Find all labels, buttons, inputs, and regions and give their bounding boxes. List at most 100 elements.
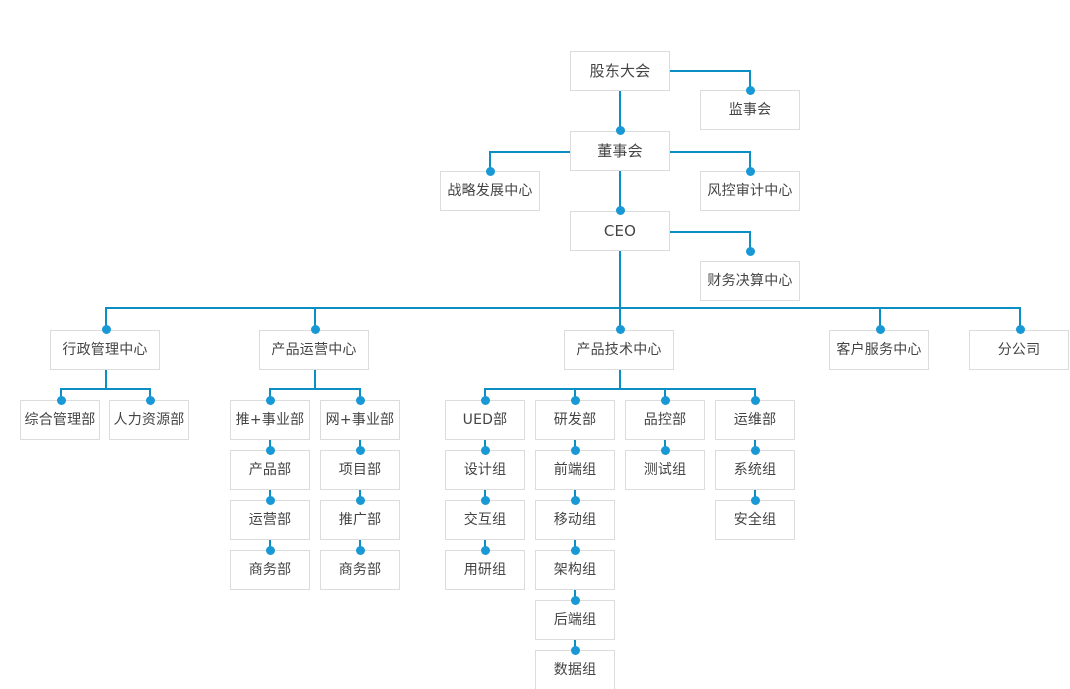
connector-bus-drop-admin [105, 307, 107, 330]
node-interaction-group[interactable]: 交互组 [445, 500, 525, 540]
connector-board-to-risk-h [670, 151, 750, 153]
node-product-operations-center[interactable]: 产品运营中心 [259, 330, 369, 370]
connector-product-ops-drop-tui [269, 388, 271, 400]
connector-dot-business-dept-1 [265, 545, 275, 555]
connector-dot-supervisory [745, 85, 755, 95]
node-user-research-group[interactable]: 用研组 [445, 550, 525, 590]
connector-admin-drop-hr [149, 388, 151, 400]
connector-product-tech-bar [484, 388, 755, 390]
connector-ued-to-design [484, 440, 486, 450]
connector-admin-bar [60, 388, 150, 390]
node-human-resources-dept[interactable]: 人力资源部 [109, 400, 189, 440]
connector-dot-ceo [615, 205, 625, 215]
connector-dot-backend-group [570, 595, 580, 605]
node-tui-plus-division[interactable]: 推+事业部 [230, 400, 310, 440]
connector-qa-to-test [664, 440, 666, 450]
connector-dot-design-group [480, 445, 490, 455]
connector-shareholders-to-supervisory-h [670, 70, 750, 72]
node-strategy-development-center[interactable]: 战略发展中心 [440, 171, 540, 211]
node-rnd-dept[interactable]: 研发部 [535, 400, 615, 440]
node-ued-dept[interactable]: UED部 [445, 400, 525, 440]
node-operations-dept[interactable]: 运营部 [230, 500, 310, 540]
connector-mobile-to-architecture [574, 540, 576, 550]
connector-tui-to-product [269, 440, 271, 450]
connector-dot-data-group [570, 645, 580, 655]
connector-dot-product-ops-center [310, 324, 320, 334]
connector-tech-drop-rnd [574, 388, 576, 400]
connector-board-to-risk-v [749, 151, 751, 171]
connector-tech-drop-qa [664, 388, 666, 400]
node-project-dept[interactable]: 项目部 [320, 450, 400, 490]
node-qa-dept[interactable]: 品控部 [625, 400, 705, 440]
node-business-dept-tui[interactable]: 商务部 [230, 550, 310, 590]
connector-product-to-operations [269, 490, 271, 500]
node-data-group[interactable]: 数据组 [535, 650, 615, 689]
node-promotion-dept[interactable]: 推广部 [320, 500, 400, 540]
node-shareholders-meeting[interactable]: 股东大会 [570, 51, 670, 91]
connector-interaction-to-research [484, 540, 486, 550]
connector-ops-to-system [754, 440, 756, 450]
connector-dot-promotion-dept [355, 495, 365, 505]
node-admin-management-center[interactable]: 行政管理中心 [50, 330, 160, 370]
node-board-of-directors[interactable]: 董事会 [570, 131, 670, 171]
connector-tech-drop-ops [754, 388, 756, 400]
connector-dot-branch-company [1015, 324, 1025, 334]
connector-dot-admin-center [101, 324, 111, 334]
connector-admin-drop-general [60, 388, 62, 400]
connector-bus-drop-customer-service [879, 307, 881, 330]
connector-dot-general-admin [56, 395, 66, 405]
connector-bus-drop-branch [1019, 307, 1021, 330]
connector-bus-drop-product-tech [619, 307, 621, 330]
node-test-group[interactable]: 测试组 [625, 450, 705, 490]
connector-dot-architecture-group [570, 545, 580, 555]
node-risk-audit-center[interactable]: 风控审计中心 [700, 171, 800, 211]
node-branch-company[interactable]: 分公司 [969, 330, 1069, 370]
node-security-group[interactable]: 安全组 [715, 500, 795, 540]
connector-shareholders-to-supervisory-v [749, 70, 751, 90]
node-mobile-group[interactable]: 移动组 [535, 500, 615, 540]
connector-system-to-security [754, 490, 756, 500]
connector-dot-business-dept-2 [355, 545, 365, 555]
node-operations-maintenance-dept[interactable]: 运维部 [715, 400, 795, 440]
connector-dot-security-group [750, 495, 760, 505]
node-architecture-group[interactable]: 架构组 [535, 550, 615, 590]
connector-promotion-to-business2 [359, 540, 361, 550]
node-system-group[interactable]: 系统组 [715, 450, 795, 490]
connector-design-to-interaction [484, 490, 486, 500]
connector-dot-qa-dept [660, 395, 670, 405]
node-customer-service-center[interactable]: 客户服务中心 [829, 330, 929, 370]
node-general-admin-dept[interactable]: 综合管理部 [20, 400, 100, 440]
connector-operations-to-business1 [269, 540, 271, 550]
connector-dot-frontend-group [570, 445, 580, 455]
node-backend-group[interactable]: 后端组 [535, 600, 615, 640]
node-product-dept[interactable]: 产品部 [230, 450, 310, 490]
connector-board-to-strategy-h [489, 151, 570, 153]
connector-board-to-strategy-v [489, 151, 491, 171]
node-wang-plus-division[interactable]: 网+事业部 [320, 400, 400, 440]
connector-rnd-to-frontend [574, 440, 576, 450]
connector-tech-drop-ued [484, 388, 486, 400]
connector-admin-stem [105, 370, 107, 388]
connector-dot-ops-dept [750, 395, 760, 405]
connector-product-ops-bar [269, 388, 359, 390]
node-design-group[interactable]: 设计组 [445, 450, 525, 490]
connector-ceo-to-bus-v [619, 251, 621, 308]
connector-dot-system-group [750, 445, 760, 455]
connector-dot-strategy [485, 166, 495, 176]
node-business-dept-wang[interactable]: 商务部 [320, 550, 400, 590]
connector-board-to-ceo-v [619, 171, 621, 220]
connector-dot-product-dept [265, 445, 275, 455]
connector-dot-customer-service-center [875, 324, 885, 334]
connector-dot-board [615, 125, 625, 135]
connector-dot-tui-division [265, 395, 275, 405]
node-product-technology-center[interactable]: 产品技术中心 [564, 330, 674, 370]
connector-dot-project-dept [355, 445, 365, 455]
connector-shareholders-to-board-v [619, 91, 621, 140]
connector-frontend-to-mobile [574, 490, 576, 500]
connector-dot-rnd-dept [570, 395, 580, 405]
connector-product-ops-stem [314, 370, 316, 388]
node-frontend-group[interactable]: 前端组 [535, 450, 615, 490]
node-finance-settlement-center[interactable]: 财务决算中心 [700, 261, 800, 301]
node-ceo[interactable]: CEO [570, 211, 670, 251]
node-supervisory-board[interactable]: 监事会 [700, 90, 800, 130]
